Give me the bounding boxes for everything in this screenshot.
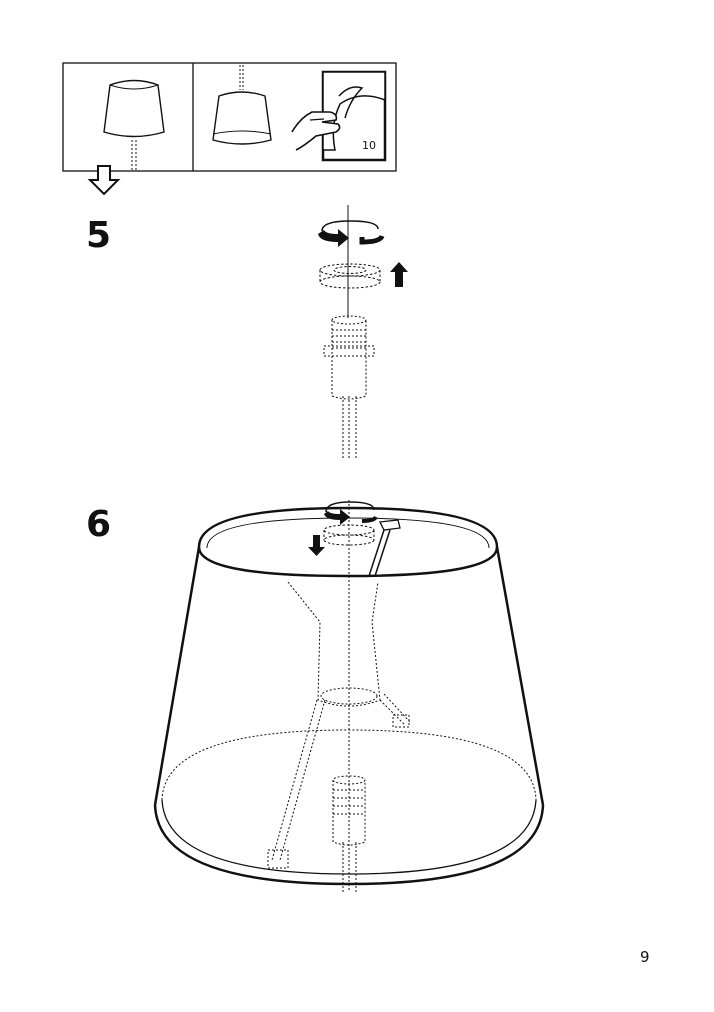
overview-frame xyxy=(62,62,397,172)
page-reference-label: 10 xyxy=(362,139,376,152)
lamp-holder xyxy=(323,315,375,460)
overview-lamp-left xyxy=(103,79,165,170)
ring-nut-step6 xyxy=(323,524,375,546)
up-arrow-icon xyxy=(390,262,408,287)
overview-panel xyxy=(62,62,397,196)
page-number: 9 xyxy=(640,948,650,966)
step-number-6: 6 xyxy=(86,504,112,545)
turn-page-icon xyxy=(291,70,387,162)
step-6-illustration xyxy=(153,500,545,892)
shade-frame xyxy=(267,581,411,869)
rotate-icon xyxy=(318,220,385,247)
rotate-icon-step6 xyxy=(324,501,378,525)
down-arrow-icon xyxy=(308,535,325,556)
down-arrow-outline-icon xyxy=(87,165,121,196)
step-5-illustration xyxy=(318,205,408,460)
ring-nut xyxy=(319,263,381,289)
lamp-holder-inside xyxy=(332,500,366,892)
step-number-5: 5 xyxy=(86,215,112,256)
overview-lamp-pendant xyxy=(212,65,272,145)
